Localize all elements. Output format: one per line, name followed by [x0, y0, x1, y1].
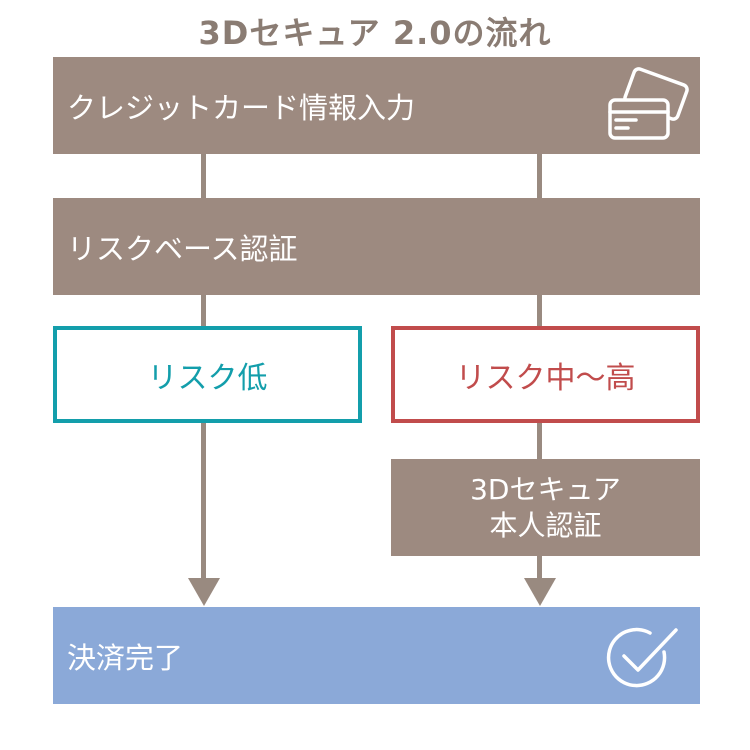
credit-card-icon: [608, 67, 689, 140]
connector-right-3: [537, 423, 542, 460]
diagram-title: 3Dセキュア 2.0の流れ: [198, 14, 552, 52]
step-card-input: クレジットカード情報入力: [53, 57, 700, 154]
connector-right-4: [537, 556, 542, 580]
branch-risk-mid-high-label: リスク中〜高: [455, 360, 636, 396]
connector-right-1: [537, 154, 542, 199]
step-risk-based-auth-label: リスクベース認証: [67, 231, 298, 266]
arrow-left: [188, 578, 220, 606]
connector-left-1: [201, 154, 206, 199]
auth-line-1: 3Dセキュア: [470, 472, 621, 506]
branch-risk-mid-high: リスク中〜高: [391, 326, 700, 423]
connector-left-3: [201, 423, 206, 580]
step-card-input-label: クレジットカード情報入力: [67, 90, 416, 125]
step-3d-secure-auth: 3Dセキュア 本人認証: [391, 459, 700, 556]
step-payment-complete-label: 決済完了: [67, 640, 184, 675]
step-risk-based-auth: リスクベース認証: [53, 198, 700, 295]
branch-risk-low-label: リスク低: [147, 360, 268, 396]
connector-right-2: [537, 295, 542, 327]
auth-line-2: 本人認証: [489, 508, 602, 542]
connector-left-2: [201, 295, 206, 327]
checkmark-circle-icon: [606, 627, 678, 688]
branch-risk-low: リスク低: [53, 326, 362, 423]
step-payment-complete: 決済完了: [53, 607, 700, 704]
arrow-right: [524, 578, 556, 606]
